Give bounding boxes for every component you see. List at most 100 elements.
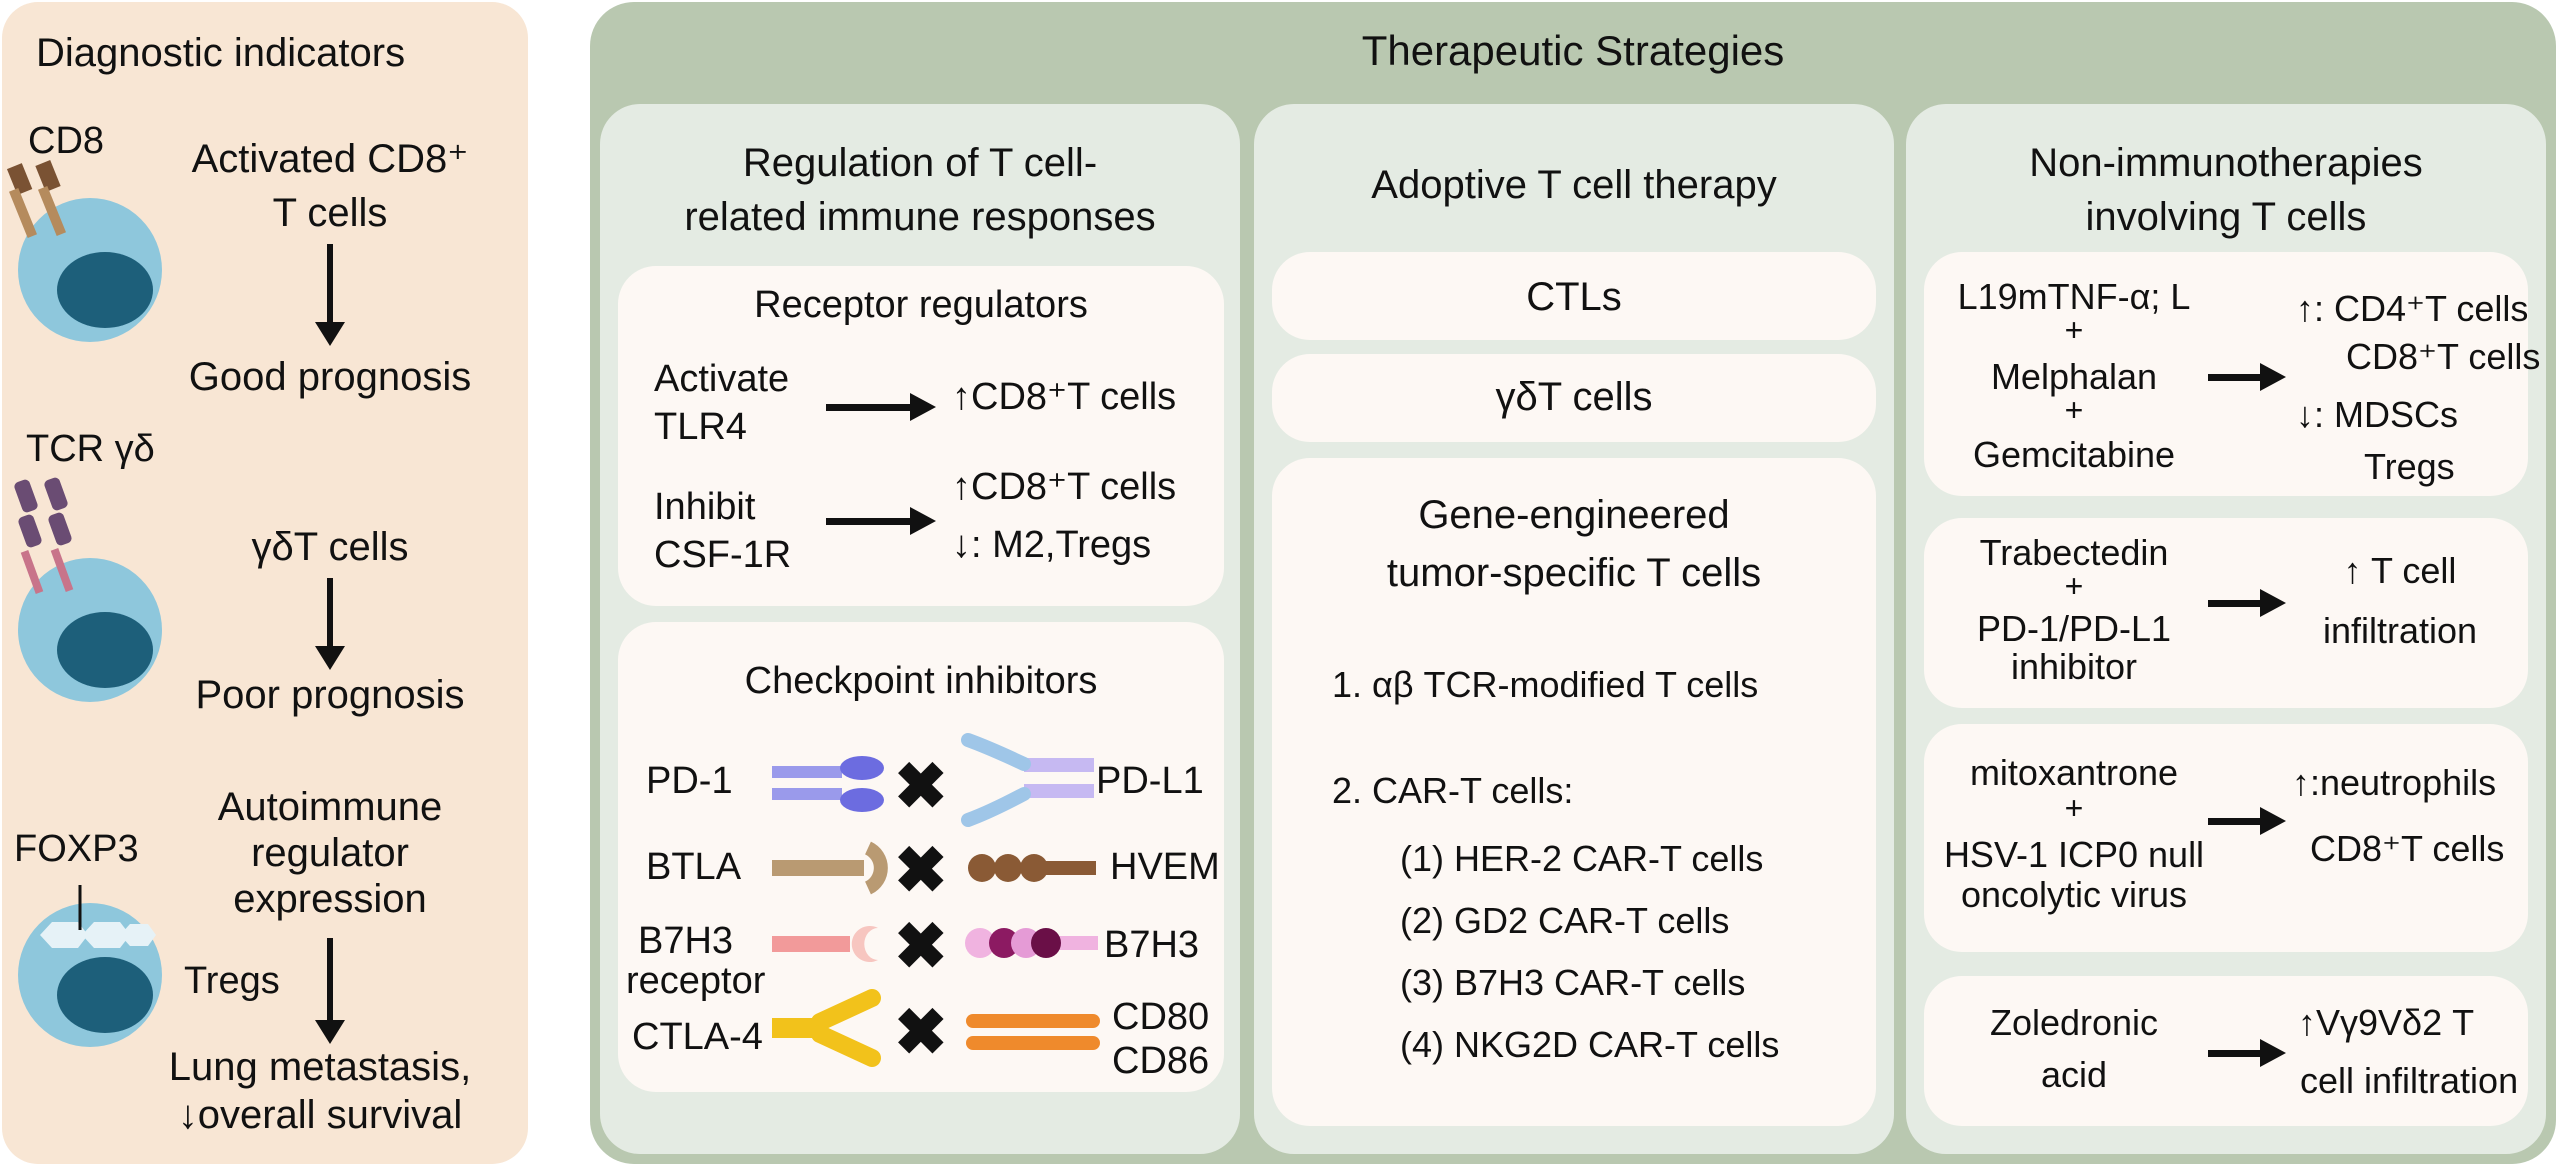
pdl1-icon xyxy=(961,733,1094,827)
pd1-label: PD-1 xyxy=(646,760,733,802)
gene-title-line1: Gene-engineered xyxy=(1418,493,1730,537)
activate-line1: Activate xyxy=(654,358,790,400)
hvem-icon xyxy=(968,854,1096,882)
arrow-activate xyxy=(826,393,936,421)
combo-card-3 xyxy=(1924,724,2528,952)
non-immuno-title-line1: Non-immunotherapies xyxy=(2029,141,2423,185)
block-x-icon: ✖ xyxy=(894,996,948,1068)
block-x-icon: ✖ xyxy=(894,910,948,982)
aire-line3: expression xyxy=(233,877,427,921)
cd80-cd86-icon xyxy=(966,1014,1100,1050)
b7h3-label: B7H3 xyxy=(1104,924,1200,966)
tregs-label: Tregs xyxy=(184,960,280,1002)
combo3-result1: ↑:neutrophils xyxy=(2292,762,2497,803)
non-immuno-title-line2: involving T cells xyxy=(2085,195,2367,239)
combo2-line3: inhibitor xyxy=(2010,646,2138,687)
gene-sub1: (1) HER-2 CAR-T cells xyxy=(1400,838,1764,879)
adoptive-title: Adoptive T cell therapy xyxy=(1371,163,1777,207)
gd-tcells-card-label: γδT cells xyxy=(1495,375,1653,419)
b7h3-receptor-icon xyxy=(772,926,878,962)
diagnostic-title: Diagnostic indicators xyxy=(36,31,406,75)
combo2-result2: infiltration xyxy=(2322,610,2478,651)
arrow-combo2 xyxy=(2208,589,2286,617)
foxp3-label: FOXP3 xyxy=(14,828,139,870)
combo2-result1: ↑ T cell xyxy=(2343,550,2457,591)
combo-card-2 xyxy=(1924,518,2528,708)
gene-engineered-card xyxy=(1272,458,1876,1126)
activate-line2: TLR4 xyxy=(654,406,747,448)
combo4-result1: ↑Vγ9Vδ2 T xyxy=(2298,1002,2475,1043)
aire-line2: regulator xyxy=(251,831,409,875)
checkpoint-title: Checkpoint inhibitors xyxy=(744,660,1098,702)
ctls-card xyxy=(1272,252,1876,340)
combo1-plus1: + xyxy=(2064,312,2084,348)
hvem-label: HVEM xyxy=(1110,846,1220,888)
inhibit-line1: Inhibit xyxy=(654,486,756,528)
combo1-result3: ↓: MDSCs xyxy=(2296,394,2458,435)
combo4-line1: Zoledronic xyxy=(1989,1002,2159,1043)
cd80-label: CD80 xyxy=(1112,996,1210,1038)
checkpoint-inhibitors-card xyxy=(618,622,1224,1092)
gd-tcell-icon xyxy=(14,477,162,702)
inhibit-line2: CSF-1R xyxy=(654,534,792,576)
regulation-title-line2: related immune responses xyxy=(684,195,1156,239)
gene-item1: 1. αβ TCR-modified T cells xyxy=(1332,664,1759,705)
gene-sub3: (3) B7H3 CAR-T cells xyxy=(1400,962,1746,1003)
activated-cd8-line2: T cells xyxy=(272,191,388,235)
lung-metastasis-line1: Lung metastasis, xyxy=(168,1045,472,1089)
gene-item2: 2. CAR-T cells: xyxy=(1332,770,1574,811)
gd-tcells-label: γδT cells xyxy=(251,525,409,569)
inhibit-result1: ↑CD8⁺T cells xyxy=(952,466,1177,508)
ctla4-label: CTLA-4 xyxy=(632,1016,763,1058)
cd86-label: CD86 xyxy=(1112,1040,1210,1082)
diagnostic-cells-illustration xyxy=(6,160,162,1047)
activated-cd8-line1: Activated CD8⁺ xyxy=(191,137,469,181)
gene-title-line2: tumor-specific T cells xyxy=(1386,551,1762,595)
poor-prognosis: Poor prognosis xyxy=(195,673,465,717)
combo1-line2: Melphalan xyxy=(1990,356,2158,397)
combo1-result4: Tregs xyxy=(2364,446,2455,487)
b7h3-icon xyxy=(965,928,1098,958)
combo3-result2: CD8⁺T cells xyxy=(2310,828,2505,869)
ctls-label: CTLs xyxy=(1526,275,1622,319)
gene-sub4: (4) NKG2D CAR-T cells xyxy=(1400,1024,1780,1065)
arrow-combo4 xyxy=(2208,1039,2286,1067)
btla-label: BTLA xyxy=(646,846,742,888)
b7h3-receptor-line2: receptor xyxy=(626,960,766,1002)
combo2-line1: Trabectedin xyxy=(1979,532,2169,573)
cd8-label: CD8 xyxy=(28,120,105,162)
combo1-line1: L19mTNF-α; L xyxy=(1957,276,2191,317)
combo1-plus2: + xyxy=(2064,392,2084,428)
b7h3-receptor-line1: B7H3 xyxy=(638,920,734,962)
treg-cell-icon xyxy=(18,885,162,1047)
combo4-result2: cell infiltration xyxy=(2300,1060,2519,1101)
pdl1-label: PD-L1 xyxy=(1096,760,1204,802)
aire-line1: Autoimmune xyxy=(217,785,443,829)
block-x-icon: ✖ xyxy=(894,750,948,822)
combo1-result1: ↑: CD4⁺T cells xyxy=(2296,288,2529,329)
receptor-regulators-title: Receptor regulators xyxy=(754,284,1088,326)
combo2-plus: + xyxy=(2064,568,2084,604)
therapeutic-title: Therapeutic Strategies xyxy=(1361,27,1785,74)
combo3-line2: HSV-1 ICP0 null xyxy=(1943,834,2205,875)
arrow-inhibit xyxy=(826,507,936,535)
combo1-line3: Gemcitabine xyxy=(1972,434,2176,475)
arrow-down-2 xyxy=(315,578,345,670)
gene-sub2: (2) GD2 CAR-T cells xyxy=(1400,900,1730,941)
arrow-down-1 xyxy=(315,244,345,346)
receptor-regulators-card xyxy=(618,266,1224,606)
arrow-down-3 xyxy=(315,938,345,1044)
lung-metastasis-line2: ↓overall survival xyxy=(177,1093,463,1137)
tcr-gd-label: TCR γδ xyxy=(26,428,155,470)
combo3-plus: + xyxy=(2064,790,2084,826)
combo4-line2: acid xyxy=(2040,1054,2108,1095)
combo3-line3: oncolytic virus xyxy=(1960,874,2188,915)
ctla4-icon xyxy=(772,989,881,1067)
regulation-title-line1: Regulation of T cell- xyxy=(742,141,1098,185)
cd8-cell-icon xyxy=(6,160,162,342)
combo3-line1: mitoxantrone xyxy=(1969,752,2179,793)
activate-result: ↑CD8⁺T cells xyxy=(952,376,1177,418)
arrow-combo1 xyxy=(2208,363,2286,391)
gd-tcells-card xyxy=(1272,354,1876,442)
